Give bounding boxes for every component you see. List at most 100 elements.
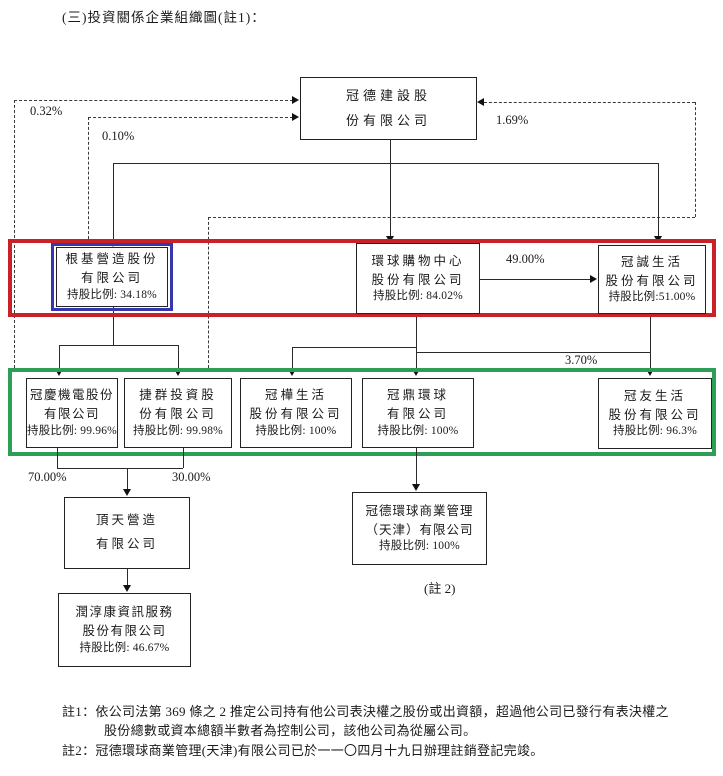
company-name-line: 股份有限公司 bbox=[371, 272, 465, 287]
arrowhead bbox=[646, 369, 654, 376]
company-name-line: 冠慶機電股份 bbox=[29, 388, 114, 403]
holding-ratio: 持股比例: 99.96% bbox=[27, 424, 117, 437]
highlight-outline-blue bbox=[51, 243, 173, 311]
node-guanyou-life: 冠友生活 股份有限公司 持股比例: 96.3% bbox=[598, 378, 712, 449]
holding-ratio: 持股比例: 96.3% bbox=[613, 425, 697, 438]
connector-parent-kedge bbox=[113, 163, 114, 241]
connector-jiequn-down bbox=[183, 448, 184, 468]
holding-ratio: 持股比例: 100% bbox=[255, 424, 337, 437]
company-name-line: 股份有限公司 bbox=[605, 273, 699, 288]
connector-guanding-tianjin bbox=[416, 448, 417, 485]
holding-ratio: 持股比例: 34.18% bbox=[67, 288, 157, 301]
connector-parent-branch bbox=[113, 163, 658, 164]
connector-dashed-169-down bbox=[208, 217, 209, 368]
connector-parent-guancheng bbox=[658, 163, 659, 237]
holding-ratio: 持股比例: 100% bbox=[377, 424, 459, 437]
connector-parent-globalmall bbox=[390, 140, 391, 237]
arrowhead bbox=[55, 369, 63, 376]
company-name-line: 根基營造股份 bbox=[65, 252, 159, 267]
connector-dingtian-runchunkang bbox=[127, 569, 128, 586]
ownership-label-30: 30.00% bbox=[172, 470, 211, 484]
connector-globalmall-guancheng bbox=[480, 279, 591, 280]
connector-kedge-jiequn bbox=[178, 345, 179, 370]
connector-kedge-guanqing bbox=[59, 345, 60, 370]
node-runchunkang-info-service: 潤淳康資訊服務 股份有限公司 持股比例: 46.67% bbox=[58, 593, 191, 667]
ownership-label-37: 3.70% bbox=[565, 353, 598, 367]
company-name-line: 有限公司 bbox=[386, 407, 449, 422]
connector-kedge-branch bbox=[59, 345, 178, 346]
connector-dashed-169-mid bbox=[208, 217, 695, 218]
arrowhead bbox=[292, 95, 299, 104]
company-name-line: 股份有限公司 bbox=[82, 624, 167, 639]
connector-dashed-169 bbox=[484, 102, 695, 103]
connector-dashed-032 bbox=[14, 100, 293, 101]
page-title: (三)投資關係企業組織圖(註1)： bbox=[62, 10, 266, 25]
connector-globalmall-guanhua bbox=[292, 347, 293, 370]
node-guanhua-life: 冠樺生活 股份有限公司 持股比例: 100% bbox=[240, 378, 352, 448]
holding-ratio: 持股比例: 84.02% bbox=[373, 290, 463, 303]
connector-globalmall-branch bbox=[292, 347, 416, 348]
footnote-2: 註2：冠德環球商業管理(天津)有限公司已於一一〇四月十九日辦理註銷登記完竣。 bbox=[62, 743, 544, 758]
node-guanqing-electric: 冠慶機電股份 有限公司 持股比例: 99.96% bbox=[26, 378, 118, 448]
company-name-line: 有限公司 bbox=[95, 537, 158, 551]
company-name-line: 冠鼎環球 bbox=[386, 388, 449, 403]
company-name-line: 冠德環球商業管理 bbox=[365, 503, 474, 518]
company-name-line: 份有限公司 bbox=[139, 407, 217, 422]
arrowhead bbox=[590, 274, 597, 283]
ownership-label-010: 0.10% bbox=[102, 129, 135, 143]
connector-guancheng-guanyou bbox=[650, 314, 651, 370]
node-kedge-construction: 根基營造股份 有限公司 持股比例: 34.18% bbox=[56, 247, 168, 307]
connector-dashed-010 bbox=[88, 117, 293, 118]
company-name-line: 潤淳康資訊服務 bbox=[75, 605, 174, 620]
node-kindom-global-tianjin: 冠德環球商業管理 （天津）有限公司 持股比例: 100% bbox=[352, 492, 487, 565]
arrowhead bbox=[288, 369, 296, 376]
connector-guanqing-down bbox=[57, 448, 58, 468]
holding-ratio: 持股比例: 100% bbox=[379, 540, 460, 553]
connector-37pct bbox=[416, 352, 650, 353]
group-outline-red bbox=[8, 239, 716, 317]
node-guanding-global: 冠鼎環球 有限公司 持股比例: 100% bbox=[362, 378, 474, 448]
arrowhead bbox=[174, 369, 182, 376]
connector-globalmall-guanding bbox=[416, 314, 417, 370]
node-guancheng-life: 冠誠生活 股份有限公司 持股比例:51.00% bbox=[598, 245, 706, 314]
arrowhead bbox=[477, 97, 484, 106]
company-name-line: 捷群投資股 bbox=[139, 388, 217, 403]
company-name-line: 有限公司 bbox=[43, 407, 100, 422]
holding-ratio: 持股比例: 99.98% bbox=[133, 424, 223, 437]
company-name-line: 份有限公司 bbox=[345, 112, 431, 128]
company-name-line: 頂天營造 bbox=[95, 513, 158, 528]
group-outline-green bbox=[8, 368, 716, 456]
connector-dashed-169-v bbox=[695, 102, 696, 217]
connector-dashed-010-v bbox=[88, 117, 89, 244]
holding-ratio: 持股比例: 46.67% bbox=[79, 641, 170, 654]
node-kindom-construction: 冠德建設股 份有限公司 bbox=[300, 77, 477, 140]
arrowhead bbox=[412, 369, 420, 376]
holding-ratio: 持股比例:51.00% bbox=[608, 291, 696, 304]
company-name-line: 冠德建設股 bbox=[345, 87, 431, 103]
connector-dashed-032-v bbox=[14, 100, 15, 368]
company-name-line: 股份有限公司 bbox=[249, 407, 343, 422]
company-name-line: 冠樺生活 bbox=[264, 388, 327, 403]
arrowhead bbox=[123, 489, 131, 496]
connector-merge bbox=[57, 468, 183, 469]
company-name-line: 冠誠生活 bbox=[620, 254, 683, 269]
arrowhead bbox=[292, 112, 299, 121]
company-name-line: 冠友生活 bbox=[623, 388, 686, 403]
ownership-label-70: 70.00% bbox=[28, 470, 67, 484]
connector-to-dingtian bbox=[127, 468, 128, 490]
footnote-1-line-2: 股份總數或資本總額半數者為控制公司，該他公司為從屬公司。 bbox=[104, 723, 477, 738]
ownership-label-032: 0.32% bbox=[30, 104, 63, 118]
arrowhead bbox=[123, 585, 131, 592]
company-name-line: 環球購物中心 bbox=[371, 253, 465, 268]
node-dingtian-construction: 頂天營造 有限公司 bbox=[64, 497, 190, 569]
ownership-label-49: 49.00% bbox=[506, 252, 545, 266]
footnote-1-line-1: 註1：依公司法第 369 條之 2 推定公司持有他公司表決權之股份或出資額，超過… bbox=[62, 704, 669, 719]
node-global-mall: 環球購物中心 股份有限公司 持股比例: 84.02% bbox=[356, 243, 480, 314]
node-jiequn-investment: 捷群投資股 份有限公司 持股比例: 99.98% bbox=[124, 378, 232, 448]
connector-kedge-down bbox=[113, 306, 114, 345]
ownership-label-169: 1.69% bbox=[496, 113, 529, 127]
company-name-line: （天津）有限公司 bbox=[365, 522, 474, 537]
arrowhead bbox=[412, 484, 420, 491]
company-name-line: 有限公司 bbox=[80, 271, 143, 286]
